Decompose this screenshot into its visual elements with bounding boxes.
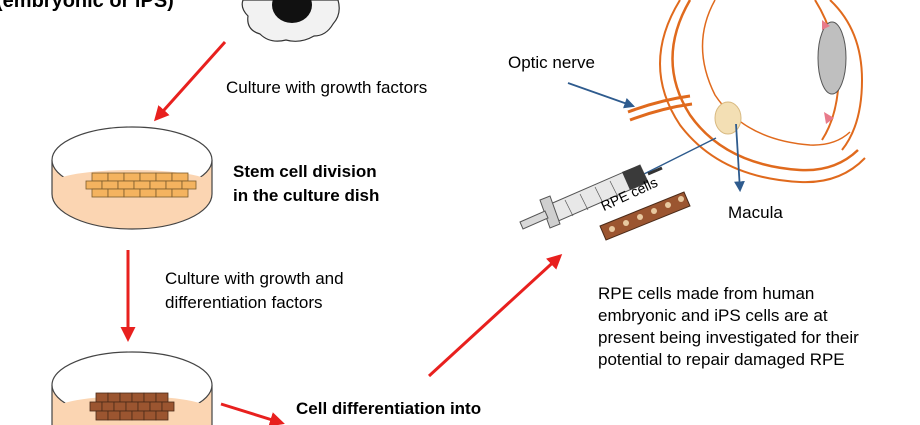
stem-cells-grid [85, 172, 197, 198]
description-line: RPE cells made from human [598, 284, 815, 303]
description-line: embryonic and iPS cells are at [598, 306, 828, 325]
culture-diff-label-line2: differentiation factors [165, 293, 323, 312]
macula-spot [714, 101, 742, 135]
culture-diff-label-line1: Culture with growth and [165, 269, 344, 288]
optic-nerve-label: Optic nerve [508, 53, 595, 72]
pointer-optic-nerve [567, 82, 636, 109]
culture-dish-1 [51, 126, 213, 230]
culture-growth-label: Culture with growth factors [226, 78, 428, 97]
syringe [519, 137, 717, 230]
arrow-dish-to-label [220, 402, 285, 425]
arrow-source-to-dish [153, 40, 227, 122]
eye-lens [817, 21, 847, 95]
macula-label: Macula [728, 203, 783, 222]
rpe-cell-sheet [599, 191, 691, 241]
culture-dish-2 [51, 351, 213, 425]
arrow-to-syringe [427, 253, 563, 378]
differentiation-label: Cell differentiation into [296, 399, 482, 418]
title-fragment: (embryonic or iPS) [0, 0, 174, 12]
eye-illustration [659, 0, 866, 184]
division-label-line1: Stem cell division [233, 162, 377, 181]
pointer-macula [734, 123, 745, 193]
description-line: present being investigated for their [598, 328, 859, 347]
rpe-description: RPE cells made from human embryonic and … [598, 283, 859, 371]
source-cell [241, 0, 340, 42]
differentiated-cells-cluster [89, 392, 175, 421]
optic-nerve [627, 94, 693, 122]
description-line: potential to repair damaged RPE [598, 350, 845, 369]
division-label-line2: in the culture dish [233, 186, 380, 205]
